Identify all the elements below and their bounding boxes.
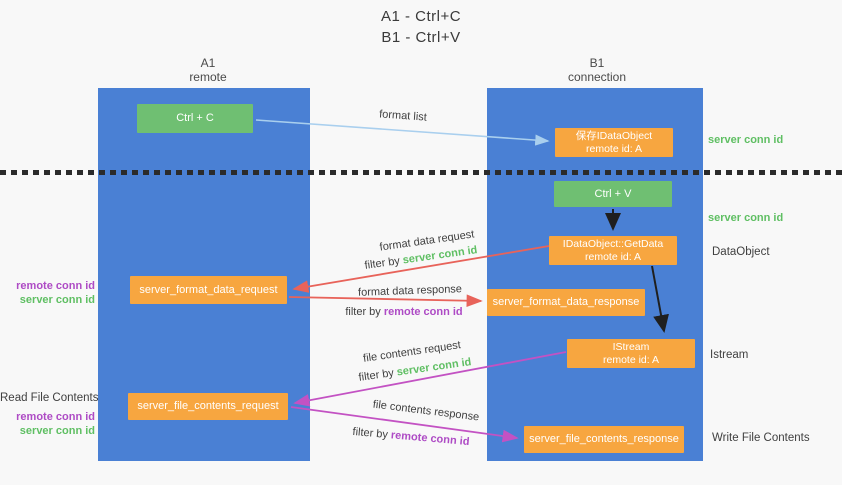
diagram-title: A1 - Ctrl+C B1 - Ctrl+V xyxy=(0,6,842,48)
file-response-label: server_file_contents_response xyxy=(529,433,679,445)
node-file-request: server_file_contents_request xyxy=(128,393,288,420)
column-a-header: A1 remote xyxy=(148,56,268,84)
column-b-subtitle: connection xyxy=(567,70,627,84)
left-label-read-file-contents: Read File Contents xyxy=(0,392,99,404)
right-label-dataobject: DataObject xyxy=(712,246,770,258)
left-label-remote-conn-id-2: remote conn id xyxy=(16,411,95,423)
filter-by-text-2: filter by xyxy=(345,306,381,318)
column-b-header: B1 connection xyxy=(537,56,657,84)
file-contents-response-label: file contents response xyxy=(372,398,480,424)
filter-by-text-4: filter by xyxy=(352,425,389,441)
node-format-response: server_format_data_response xyxy=(487,289,645,316)
title-line-1: A1 - Ctrl+C xyxy=(380,8,462,25)
node-ctrl-c: Ctrl + C xyxy=(137,104,253,133)
file-request-label: server_file_contents_request xyxy=(137,400,279,412)
left-label-remote-conn-id-1: remote conn id xyxy=(16,280,95,292)
format-list-label: format list xyxy=(378,108,428,124)
node-save-dataobject: 保存IDataObject remote id: A xyxy=(555,128,673,157)
node-file-response: server_file_contents_response xyxy=(524,426,684,453)
format-response-label: server_format_data_response xyxy=(492,296,640,308)
node-istream: IStream remote id: A xyxy=(567,339,695,368)
column-b-name: B1 xyxy=(589,56,605,70)
right-label-server-conn-id-2: server conn id xyxy=(708,212,784,224)
remote-conn-id-text-1: remote conn id xyxy=(383,306,463,318)
dotted-separator xyxy=(0,170,842,175)
getdata-line2: remote id: A xyxy=(584,250,642,263)
column-a-name: A1 xyxy=(200,56,216,70)
title-line-2: B1 - Ctrl+V xyxy=(381,29,461,46)
node-ctrl-v: Ctrl + V xyxy=(554,181,672,207)
column-a-subtitle: remote xyxy=(189,70,227,84)
server-conn-id-text-2: server conn id xyxy=(395,356,473,379)
right-label-server-conn-id-1: server conn id xyxy=(708,134,784,146)
filter-by-text-3: filter by xyxy=(357,367,395,384)
getdata-line1: IDataObject::GetData xyxy=(562,237,664,250)
format-data-response-label: format data response xyxy=(357,283,463,299)
istream-line1: IStream xyxy=(612,340,650,353)
left-label-server-conn-id-2: server conn id xyxy=(19,425,95,437)
remote-conn-id-text-2: remote conn id xyxy=(390,429,470,449)
node-getdata: IDataObject::GetData remote id: A xyxy=(549,236,677,265)
right-label-istream: Istream xyxy=(710,349,749,361)
save-dataobject-line2: remote id: A xyxy=(585,142,643,155)
ctrl-v-label: Ctrl + V xyxy=(594,187,632,200)
save-dataobject-line1: 保存IDataObject xyxy=(575,129,653,142)
format-request-label: server_format_data_request xyxy=(139,283,278,296)
ctrl-c-label: Ctrl + C xyxy=(176,112,214,124)
filter-by-text-1: filter by xyxy=(363,255,401,272)
left-label-server-conn-id-1: server conn id xyxy=(19,294,95,306)
istream-line2: remote id: A xyxy=(602,353,660,366)
right-label-write-file-contents: Write File Contents xyxy=(712,432,810,444)
node-format-request: server_format_data_request xyxy=(130,276,287,304)
